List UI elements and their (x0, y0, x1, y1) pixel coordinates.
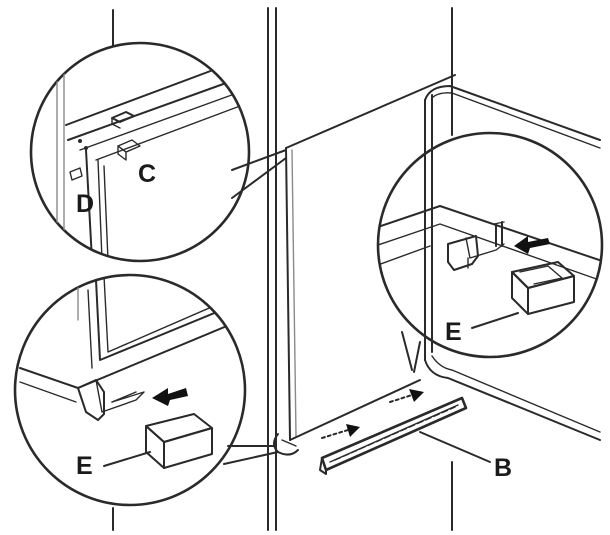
push-arrow-icon (152, 388, 188, 406)
push-arrows (321, 389, 424, 439)
dashed-arrow-icon (321, 424, 360, 439)
detail-circle-bottom-left (13, 273, 247, 507)
push-arrow-icon (514, 236, 550, 254)
plinth-strip (319, 396, 468, 475)
cabinet-background (112, 7, 453, 531)
leader-b (419, 431, 491, 463)
appliance-door (285, 74, 601, 441)
detail-circle-top-left (29, 41, 251, 263)
label-b: B (494, 454, 512, 482)
callout-pointers (223, 149, 421, 465)
label-e-top: E (445, 318, 462, 346)
label-c: C (138, 160, 156, 188)
dashed-arrow-icon (389, 389, 424, 403)
detail-circle-right (376, 131, 604, 359)
label-d: D (76, 190, 94, 218)
label-e-bottom: E (76, 452, 93, 480)
